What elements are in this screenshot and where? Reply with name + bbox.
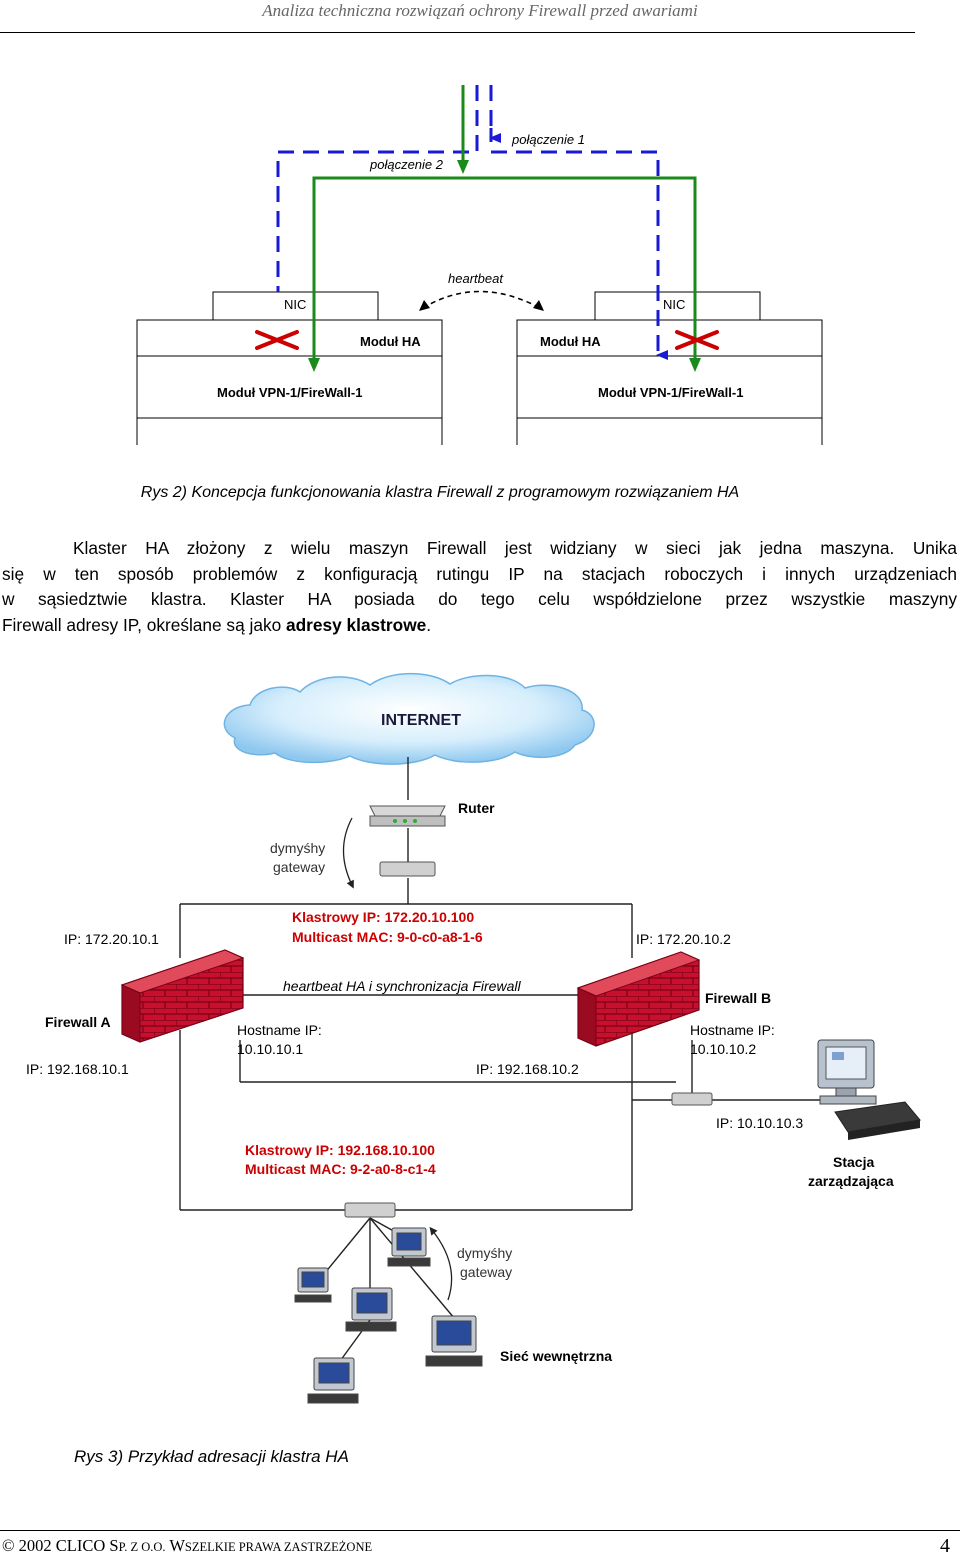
router-label: Ruter	[458, 800, 495, 816]
smoky-gateway-top-arrow	[342, 817, 354, 889]
fig3-caption: Rys 3) Przykład adresacji klastra HA	[74, 1447, 349, 1466]
workstation-icon	[387, 1227, 431, 1267]
workstation-icon	[425, 1315, 483, 1367]
header-rule	[0, 32, 915, 33]
heartbeat-label: heartbeat	[448, 271, 504, 286]
right-failure-cross	[675, 330, 719, 350]
mgmt-hub-icon	[671, 1092, 713, 1106]
firewall-a-icon	[120, 949, 245, 1043]
para-line-4-end: .	[426, 614, 432, 635]
fw-b-ext-ip: IP: 172.20.10.2	[636, 931, 731, 947]
vpn-left-label: Moduł VPN-1/FireWall-1	[217, 385, 362, 400]
smoky-gateway-top-2: gateway	[273, 859, 325, 875]
cluster-int-mac: Multicast MAC: 9-2-a0-8-c1-4	[245, 1161, 436, 1177]
fw-a-ext-ip: IP: 172.20.10.1	[64, 931, 159, 947]
conn1-label: połączenie 1	[511, 132, 585, 147]
internal-hub-icon	[344, 1202, 396, 1218]
para-line-4-text: Firewall adresy IP, określane są jako	[2, 614, 286, 635]
workstation-icon	[307, 1357, 359, 1404]
para-line-4: Firewall adresy IP, określane są jako ad…	[2, 613, 957, 639]
smoky-gateway-bottom-1: dymyśhy	[457, 1245, 512, 1261]
fw-b-int-ip: IP: 192.168.10.2	[476, 1061, 579, 1077]
para-line-2: się w ten sposób problemów z konfiguracj…	[2, 563, 957, 584]
footer-copyright: © 2002 CLICO SP. Z O.O. WSZELKIE PRAWA Z…	[2, 1536, 372, 1556]
fw-a-hostname-1: Hostname IP:	[237, 1022, 322, 1038]
cluster-addresses-term: adresy klastrowe	[286, 614, 427, 635]
cluster-ext-mac: Multicast MAC: 9-0-c0-a8-1-6	[292, 929, 483, 945]
fw-a-int-ip: IP: 192.168.10.1	[26, 1061, 129, 1077]
fig2-caption: Rys 2) Koncepcja funkcjonowania klastra …	[140, 484, 740, 501]
fw-a-label: Firewall A	[45, 1014, 111, 1030]
firewall-b-icon	[576, 951, 701, 1047]
internal-net-label: Sieć wewnętrzna	[500, 1348, 612, 1364]
fw-b-hostname-1: Hostname IP:	[690, 1022, 775, 1038]
mgmt-label-2: zarządzająca	[808, 1173, 894, 1189]
footer-rule	[0, 1530, 960, 1531]
connection-1-line	[489, 85, 658, 355]
nic-right-label: NIC	[663, 297, 685, 312]
copyright-symbol: ©	[2, 1536, 15, 1555]
footer-rights: SZELKIE PRAWA ZASTRZEŻONE	[184, 1540, 373, 1554]
mgmt-label-1: Stacja	[833, 1154, 874, 1170]
cluster-int-ip: Klastrowy IP: 192.168.10.100	[245, 1142, 435, 1158]
body-paragraph: Klaster HA złożony z wielu maszyn Firewa…	[2, 536, 957, 638]
vpn-right-label: Moduł VPN-1/FireWall-1	[598, 385, 743, 400]
right-machine	[516, 291, 823, 445]
para-line-3: w sąsiedztwie klastra. Klaster HA posiad…	[2, 589, 957, 609]
ha-left-label: Moduł HA	[360, 334, 421, 349]
ha-right-label: Moduł HA	[540, 334, 601, 349]
footer-w: W	[169, 1536, 185, 1555]
fw-b-label: Firewall B	[705, 990, 771, 1006]
page-number: 4	[940, 1535, 950, 1557]
nic-left-label: NIC	[284, 297, 306, 312]
footer-company: 2002 CLICO S	[18, 1536, 119, 1555]
para-line-1: Klaster HA złożony z wielu maszyn Firewa…	[73, 538, 957, 558]
running-header: Analiza techniczna rozwiązań ochrony Fir…	[262, 1, 698, 20]
footer-zoo: . Z O.O.	[124, 1540, 166, 1554]
conn2-label: połączenie 2	[369, 157, 444, 172]
heartbeat-sync-label: heartbeat HA i synchronizacja Firewall	[283, 978, 521, 994]
fw-b-hostname-2: 10.10.10.2	[690, 1041, 756, 1057]
smoky-gateway-top-1: dymyśhy	[270, 840, 325, 856]
smoky-gateway-bottom-arrow	[429, 1226, 453, 1301]
mgmt-ip: IP: 10.10.10.3	[716, 1115, 803, 1131]
router-icon	[369, 805, 446, 827]
management-station-icon	[817, 1039, 921, 1140]
internet-label: INTERNET	[381, 712, 461, 729]
footer-p: P	[118, 1540, 125, 1554]
internet-cloud-icon	[223, 672, 595, 765]
heartbeat-arc	[422, 290, 541, 309]
top-hub-icon	[379, 861, 436, 877]
left-failure-cross	[255, 330, 299, 350]
workstation-icon	[345, 1287, 397, 1332]
ha-addressing-diagram: INTERNET Ruter dymyśhy gateway	[26, 672, 921, 1404]
fw-a-hostname-2: 10.10.10.1	[237, 1041, 303, 1057]
workstation-icon	[294, 1267, 332, 1303]
left-machine	[136, 291, 443, 445]
cluster-ext-ip: Klastrowy IP: 172.20.10.100	[292, 909, 474, 925]
smoky-gateway-bottom-2: gateway	[460, 1264, 512, 1280]
network-links	[179, 757, 820, 1369]
connection-2-line	[276, 85, 479, 292]
ha-concept-diagram: połączenie 1 połączenie 2 heartbeat NIC …	[136, 85, 823, 445]
